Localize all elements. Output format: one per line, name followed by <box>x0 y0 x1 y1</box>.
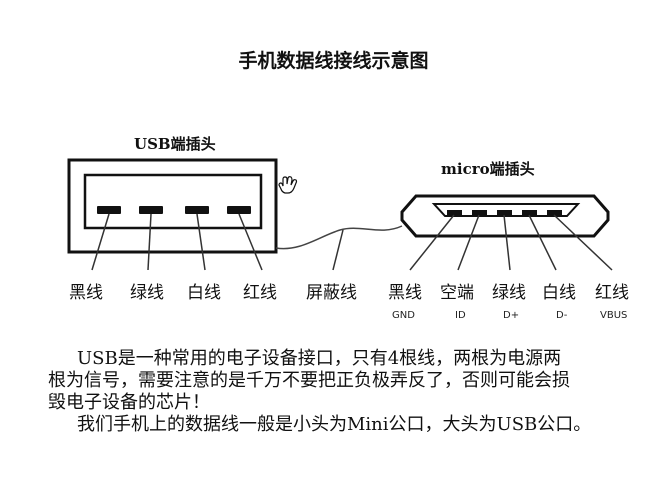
micro-wire-label: 空端 <box>440 283 474 303</box>
micro-connector-title: micro端插头 <box>441 160 535 178</box>
usb-pin-lead <box>196 213 206 271</box>
usb-pin <box>139 206 163 214</box>
usb-pin-lead <box>238 213 263 271</box>
usb-pin <box>227 206 251 214</box>
hand-cursor-icon <box>278 176 298 194</box>
micro-pin-lead <box>409 214 455 271</box>
shield-cable-lead <box>332 229 344 271</box>
usb-wire-label: 绿线 <box>130 283 164 303</box>
micro-wire-label: 红线 <box>595 283 629 303</box>
usb-connector-title: USB端插头 <box>134 135 216 153</box>
micro-wire-label: 黑线 <box>388 283 422 303</box>
usb-wire-label: 白线 <box>187 283 221 303</box>
micro-pin-name: VBUS <box>600 310 628 321</box>
micro-pin <box>547 210 562 215</box>
micro-pin-lead <box>503 214 511 271</box>
usb-plug-outline <box>67 158 278 254</box>
description-line: USB是一种常用的电子设备接口，只有4根线，两根为电源两 <box>77 348 562 369</box>
micro-pin-name: D- <box>556 310 568 321</box>
page-title: 手机数据线接线示意图 <box>238 50 429 72</box>
micro-wire-label: 绿线 <box>492 283 526 303</box>
usb-pin-lead <box>91 213 110 271</box>
usb-wire-label: 黑线 <box>69 283 103 303</box>
usb-pin <box>97 206 121 214</box>
micro-pin <box>522 210 537 215</box>
micro-wire-label: 白线 <box>542 283 576 303</box>
usb-pin-lead <box>147 213 152 271</box>
micro-pin-name: D+ <box>503 310 520 321</box>
description-line: 我们手机上的数据线一般是小头为Mini公口，大头为USB公口。 <box>77 414 592 435</box>
micro-plug-tongue <box>431 203 581 217</box>
shield-wire-label: 屏蔽线 <box>306 283 357 303</box>
micro-pin-lead <box>457 214 480 271</box>
usb-pin <box>185 206 209 214</box>
micro-pin-name: ID <box>455 310 466 321</box>
micro-pin <box>447 210 462 215</box>
shield-cable <box>275 225 403 250</box>
micro-plug-outline <box>400 194 610 238</box>
description-line: 毁电子设备的芯片！ <box>48 392 210 413</box>
micro-pin <box>472 210 487 215</box>
description-line: 根为信号，需要注意的是千万不要把正负极弄反了，否则可能会损 <box>48 370 570 391</box>
usb-wire-label: 红线 <box>243 283 277 303</box>
micro-pin-lead <box>528 214 557 271</box>
micro-pin-lead <box>553 214 613 271</box>
micro-pin <box>497 210 512 215</box>
usb-plug-slot <box>83 173 263 230</box>
micro-pin-name: GND <box>392 310 415 321</box>
